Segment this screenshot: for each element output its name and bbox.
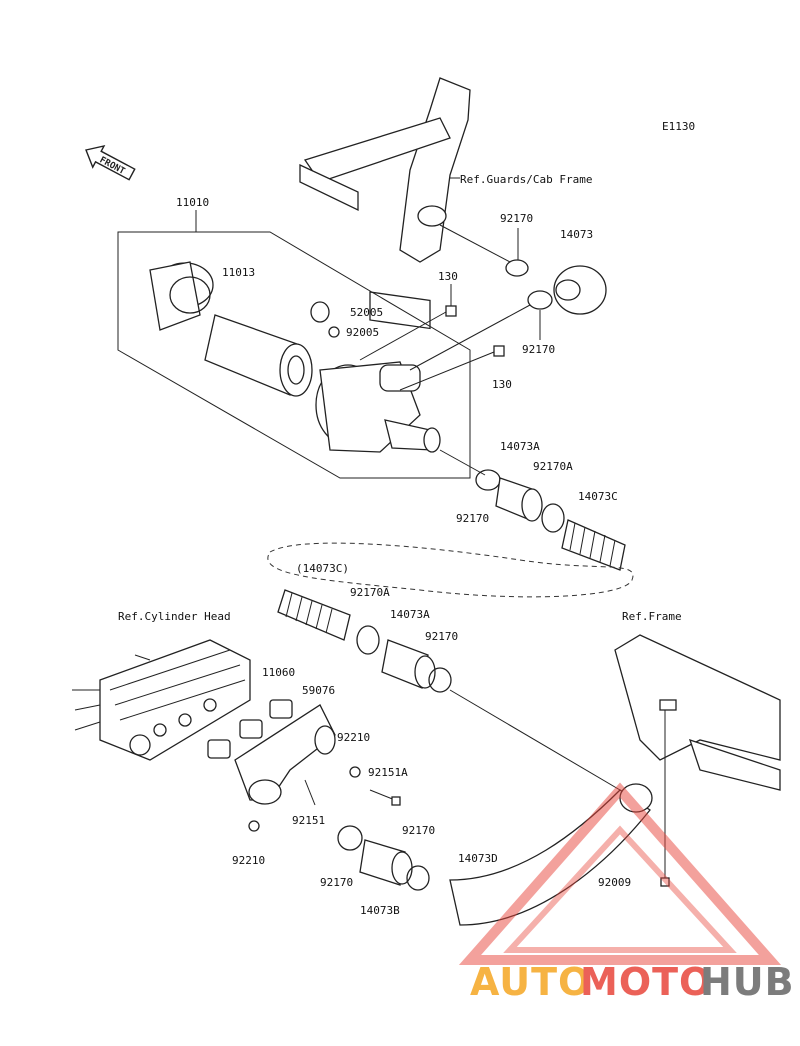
label-14073C: 14073C	[578, 490, 618, 503]
clamp-92170-e	[337, 825, 363, 851]
ref-frame-label: Ref.Frame	[622, 610, 682, 623]
watermark-part-1: AUTO	[470, 960, 591, 1004]
label-92170-a: 92170	[500, 212, 533, 225]
label-14073B: 14073B	[360, 904, 400, 917]
label-130-b: 130	[492, 378, 512, 391]
bellows-14073C-lower	[277, 589, 351, 641]
label-59076: 59076	[302, 684, 335, 697]
label-92170-d: 92170	[425, 630, 458, 643]
label-92170-c: 92170	[456, 512, 489, 525]
clamp-92170A-lower	[356, 625, 380, 655]
cylinder-head	[72, 639, 251, 761]
clamp-92170-b	[527, 290, 553, 310]
label-92151A: 92151A	[368, 766, 408, 779]
watermark-part-2: MOTO	[580, 960, 712, 1004]
ref-cylinder-head-label: Ref.Cylinder Head	[118, 610, 231, 623]
label-14073D: 14073D	[458, 852, 498, 865]
clamp-92170A-upper	[541, 503, 565, 533]
hose-14073B	[359, 839, 413, 886]
label-92170-f: 92170	[402, 824, 435, 837]
label-11060: 11060	[262, 666, 295, 679]
clamp-92170-upper	[505, 259, 529, 277]
label-92210-b: 92210	[232, 854, 265, 867]
label-14073A: 14073A	[500, 440, 540, 453]
watermark-logo: AUTO MOTO HUB	[458, 782, 795, 1004]
bolt-92009	[660, 877, 670, 887]
label-14073: 14073	[560, 228, 593, 241]
bellows-14073C	[561, 519, 626, 571]
hose-14073A-upper	[495, 477, 543, 522]
air-cleaner-cap	[149, 261, 214, 331]
bolt-92151A	[391, 796, 401, 806]
cab-frame-structure	[299, 77, 471, 330]
bolt-130-upper	[445, 305, 457, 317]
label-14073A-2: 14073A	[390, 608, 430, 621]
label-92170A: 92170A	[533, 460, 573, 473]
watermark-part-3: HUB	[700, 960, 795, 1004]
diagram-code: E1130	[662, 120, 695, 133]
clamp-92170-c	[475, 469, 501, 491]
intake-manifold-59076	[234, 704, 336, 805]
nut-92210-a	[349, 766, 361, 778]
air-cleaner-housing	[315, 361, 441, 453]
label-92170-b: 92170	[522, 343, 555, 356]
label-92151: 92151	[292, 814, 325, 827]
label-11010: 11010	[176, 196, 209, 209]
duct-elbow-14073	[553, 265, 607, 315]
label-92170-e: 92170	[320, 876, 353, 889]
label-52005: 52005	[350, 306, 383, 319]
hose-14073A-lower	[381, 639, 436, 689]
label-92210-a: 92210	[337, 731, 370, 744]
clamp-92170-d	[428, 667, 452, 693]
label-92005: 92005	[346, 326, 379, 339]
frame-structure	[614, 634, 781, 791]
label-14073C-ref: (14073C)	[296, 562, 349, 575]
clamp-92170-f	[406, 865, 430, 891]
nut-92210-b	[248, 820, 260, 832]
bolt-130-lower	[493, 345, 505, 357]
air-filter-element	[204, 314, 313, 397]
vacuator-valve-52005	[310, 301, 340, 338]
gasket-11060	[207, 699, 293, 759]
ref-guards-label: Ref.Guards/Cab Frame	[460, 173, 592, 186]
front-arrow-icon: FRONT	[85, 144, 136, 181]
label-11013: 11013	[222, 266, 255, 279]
air-cleaner-assembly-outline	[117, 231, 471, 479]
reference-loop	[267, 542, 634, 598]
label-130-a: 130	[438, 270, 458, 283]
label-92009: 92009	[598, 876, 631, 889]
label-92170A-2: 92170A	[350, 586, 390, 599]
